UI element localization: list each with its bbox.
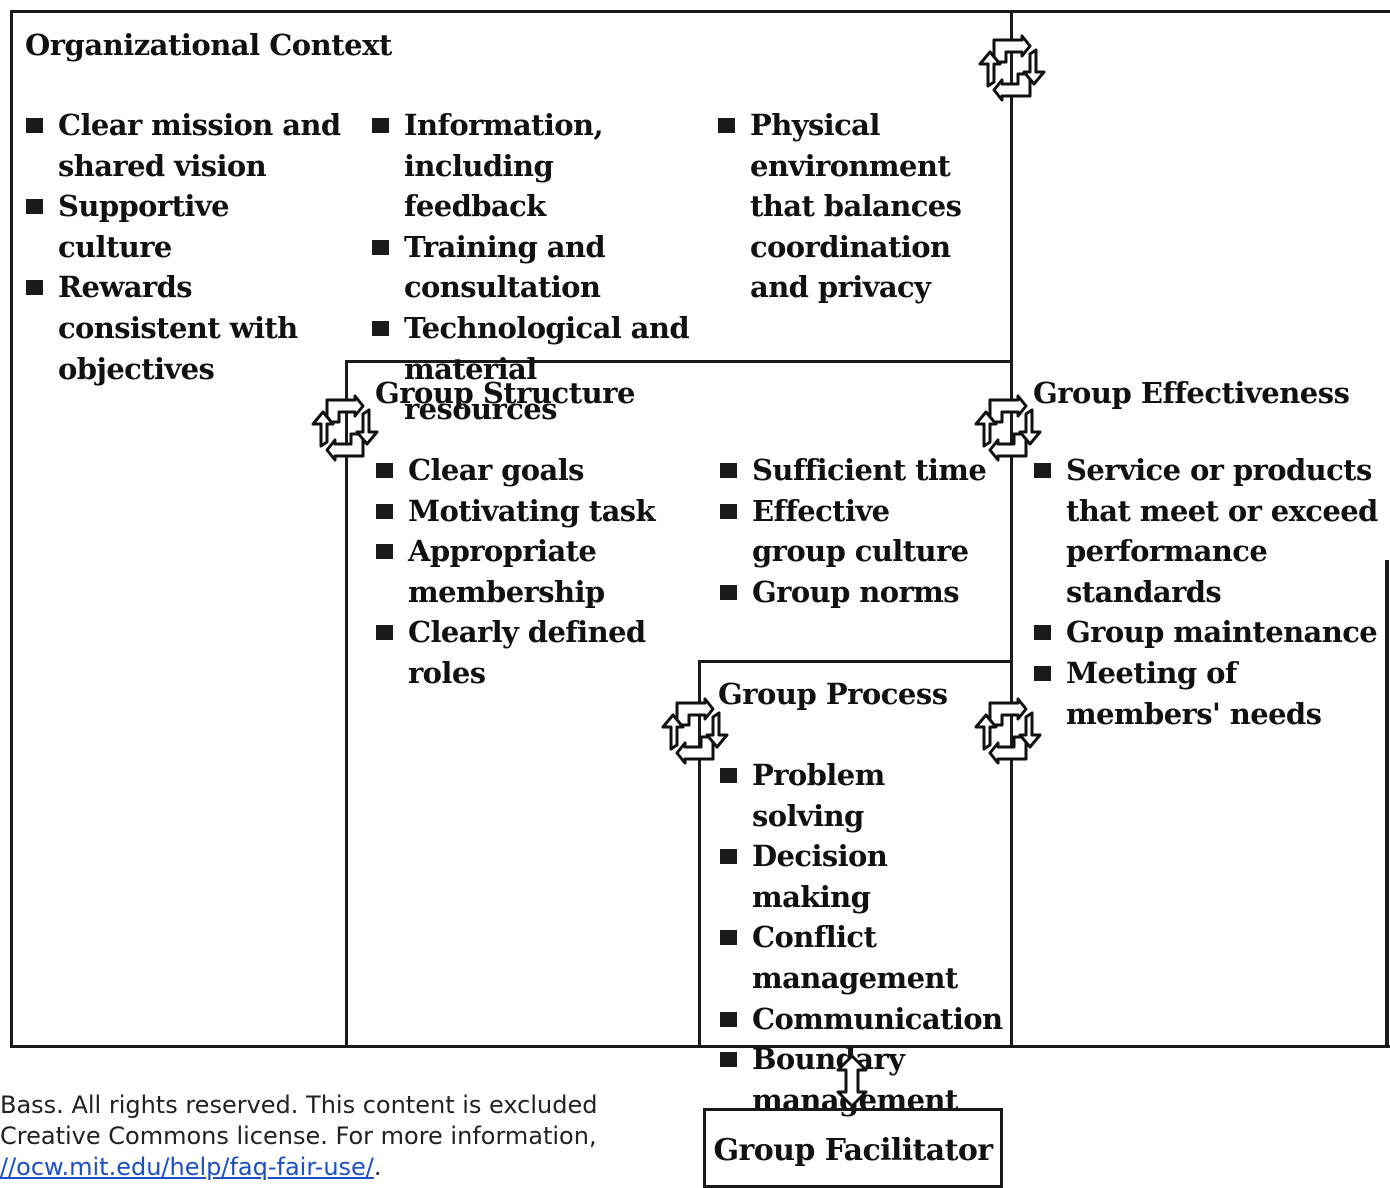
organizational-context-title: Organizational Context	[25, 28, 392, 62]
list-item: Decision making	[716, 836, 998, 917]
effectiveness-bottom-border	[1010, 1045, 1390, 1048]
organizational-context-col2: Information, including feedback Training…	[368, 105, 698, 430]
group-facilitator-box: Group Facilitator	[703, 1108, 1003, 1188]
list-item: Clear goals	[372, 450, 707, 491]
effectiveness-top-border	[1010, 10, 1390, 13]
list-item: Meeting of members' needs	[1030, 653, 1385, 734]
group-structure-col2: Sufficient time Effective group culture …	[716, 450, 991, 612]
cycle-arrows-icon	[972, 32, 1052, 104]
group-process-box	[698, 660, 1013, 1048]
credit-line-2: Creative Commons license. For more infor…	[0, 1122, 597, 1150]
group-structure-col1: Clear goals Motivating task Appropriate …	[372, 450, 707, 694]
list-item: Problem solving	[716, 755, 998, 836]
group-structure-title: Group Structure	[375, 376, 635, 410]
list-item: Motivating task	[372, 491, 707, 532]
list-item: Service or products that meet or exceed …	[1030, 450, 1385, 612]
organizational-context-col1: Clear mission and shared vision Supporti…	[22, 105, 352, 389]
effectiveness-right-border	[1385, 560, 1389, 1048]
group-process-list: Problem solving Decision making Conflict…	[716, 755, 1003, 1120]
credit-link-suffix: .	[373, 1153, 382, 1181]
list-item: Clear mission and shared vision	[22, 105, 352, 186]
cycle-arrows-icon	[305, 392, 385, 464]
list-item: Training and consultation	[368, 227, 698, 308]
organizational-context-col3: Physical environment that balances coord…	[714, 105, 1004, 308]
list-item: Communication	[716, 999, 1003, 1040]
fair-use-link[interactable]: //ocw.mit.edu/help/faq-fair-use/	[0, 1153, 374, 1181]
credit-line-3: //ocw.mit.edu/help/faq-fair-use/.	[0, 1152, 660, 1183]
cycle-arrows-icon	[655, 695, 735, 767]
cycle-arrows-icon	[968, 695, 1048, 767]
list-item: Rewards consistent with objectives	[22, 267, 352, 389]
double-vertical-arrow-icon	[830, 1054, 874, 1108]
list-item: Appropriate membership	[372, 531, 707, 612]
group-effectiveness-title: Group Effectiveness	[1033, 376, 1350, 410]
list-item: Sufficient time	[716, 450, 991, 491]
list-item: Technological and material resources	[368, 308, 698, 430]
list-item: Physical environment that balances coord…	[714, 105, 1004, 308]
list-item: Information, including feedback	[368, 105, 698, 227]
list-item: Effective group culture	[716, 491, 991, 572]
list-item: Group norms	[716, 572, 991, 613]
list-item: Group maintenance	[1030, 612, 1385, 653]
credit-line-1: Bass. All rights reserved. This content …	[0, 1091, 598, 1119]
list-item: Supportive culture	[22, 186, 352, 267]
group-effectiveness-list: Service or products that meet or exceed …	[1030, 450, 1385, 734]
list-item: Clearly defined roles	[372, 612, 707, 693]
copyright-credit: Bass. All rights reserved. This content …	[0, 1090, 660, 1183]
list-item: Conflict management	[716, 917, 998, 998]
cycle-arrows-icon	[968, 392, 1048, 464]
group-process-title: Group Process	[718, 677, 948, 711]
